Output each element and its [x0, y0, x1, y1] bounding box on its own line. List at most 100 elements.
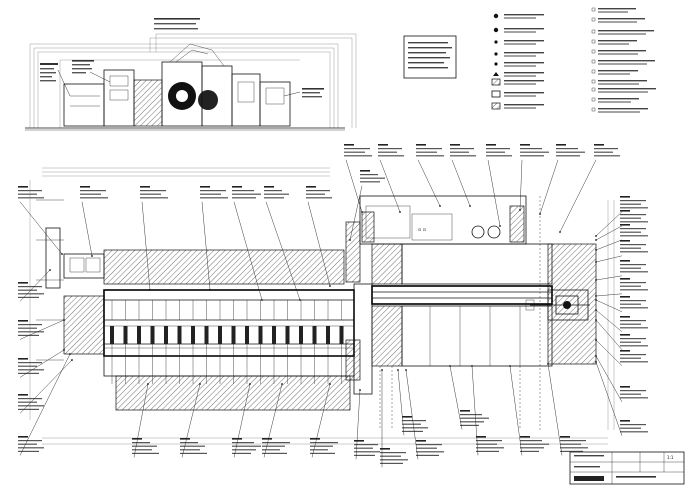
- callout-text-line: [476, 447, 504, 449]
- callout-text-line: [18, 197, 44, 199]
- roller-support: [218, 326, 222, 344]
- leader-dot: [149, 289, 151, 291]
- callout-text-line: [460, 424, 479, 426]
- callout-text-line: [620, 228, 646, 230]
- callout: [509, 365, 549, 456]
- legend-entry: [591, 39, 637, 45]
- legend-text-line: [598, 40, 637, 42]
- leader-line: [311, 383, 331, 458]
- callout-tag: [378, 144, 388, 146]
- callout-text-line: [620, 271, 648, 273]
- leader-dot: [71, 359, 73, 361]
- callout: [378, 144, 404, 213]
- legend-symbol: [591, 69, 596, 74]
- callout-text-line: [460, 414, 482, 416]
- leader-dot: [595, 361, 597, 363]
- leader-line: [595, 225, 623, 241]
- leader-dot: [261, 299, 263, 301]
- callout-tag: [620, 350, 630, 352]
- leader-line: [595, 355, 623, 402]
- callout: [539, 144, 585, 215]
- leader-dot: [519, 209, 521, 211]
- legend-text-line: [504, 80, 544, 82]
- leader-line: [595, 361, 623, 436]
- callout-text-line: [132, 442, 150, 444]
- leader-line: [449, 365, 463, 430]
- roller-support: [177, 326, 182, 344]
- callout-text-line: [476, 440, 502, 442]
- callout-text-line: [620, 327, 648, 329]
- callout-text-line: [310, 442, 338, 444]
- leader-dot: [63, 349, 65, 351]
- callout: [450, 144, 476, 207]
- legend-entry: [591, 97, 639, 103]
- leader-line: [397, 369, 405, 436]
- legend-text-line: [504, 52, 544, 54]
- callout-text-line: [460, 417, 489, 419]
- callout-text-line: [200, 190, 226, 192]
- leader-line: [595, 255, 623, 263]
- callout-text-line: [18, 324, 42, 326]
- leader-line: [19, 201, 63, 255]
- legend-text-line: [598, 53, 638, 55]
- leader-dot: [63, 319, 65, 321]
- legend-entry: [591, 79, 647, 85]
- legend-text-line: [598, 50, 646, 52]
- callout-text-line: [18, 372, 39, 374]
- callout-tag: [132, 438, 142, 440]
- leader-dot: [299, 299, 301, 301]
- callout-text-line: [378, 151, 397, 153]
- legend-entry: [494, 62, 544, 67]
- leader-dot: [595, 279, 597, 281]
- leader-dot: [499, 225, 501, 227]
- callout: [405, 369, 444, 460]
- callout-text-line: [520, 440, 542, 442]
- leader-dot: [469, 205, 471, 207]
- callout-text-line: [380, 455, 401, 457]
- callout-text-line: [416, 148, 442, 150]
- callout-text-line: [620, 303, 641, 305]
- roller-support: [123, 326, 128, 344]
- callout-text-line: [306, 197, 332, 199]
- callout-text-line: [556, 151, 585, 153]
- callout-tag: [402, 416, 412, 418]
- callout-tag: [380, 448, 390, 450]
- callout-text-line: [486, 155, 512, 157]
- leader-dot: [595, 235, 597, 237]
- callout: [354, 389, 380, 460]
- callout: [519, 144, 549, 211]
- callout-text-line: [132, 452, 159, 454]
- legend-entry: [491, 102, 544, 110]
- leader-line: [547, 363, 563, 456]
- legend-text-line: [504, 43, 536, 45]
- callout-tag: [180, 438, 190, 440]
- callout-text-line: [620, 285, 641, 287]
- callout-text-line: [620, 307, 648, 309]
- callout-text-line: [262, 449, 280, 451]
- legend-text-line: [598, 18, 645, 20]
- callout-text-line: [80, 190, 106, 192]
- leader-dot: [595, 319, 597, 321]
- leader-dot: [539, 213, 541, 215]
- callout-text-line: [18, 331, 44, 333]
- callout-text-line: [354, 454, 375, 456]
- legend-text-line: [598, 63, 647, 65]
- callout-text-line: [402, 427, 428, 429]
- callout-text-line: [476, 443, 497, 445]
- callout-text-line: [306, 190, 330, 192]
- leader-line: [201, 201, 211, 291]
- callout-text-line: [18, 440, 42, 442]
- callout-text-line: [306, 193, 325, 195]
- callout-tag: [620, 278, 630, 280]
- callout-text-line: [620, 397, 648, 399]
- callout-text-line: [232, 190, 254, 192]
- callout: [232, 186, 263, 301]
- leader-dot: [397, 369, 399, 371]
- leader-line: [355, 389, 361, 460]
- callout: [18, 349, 65, 378]
- callout-text-line: [262, 452, 287, 454]
- leader-dot: [405, 369, 407, 371]
- callout-tag: [460, 410, 470, 412]
- leader-line: [595, 299, 623, 313]
